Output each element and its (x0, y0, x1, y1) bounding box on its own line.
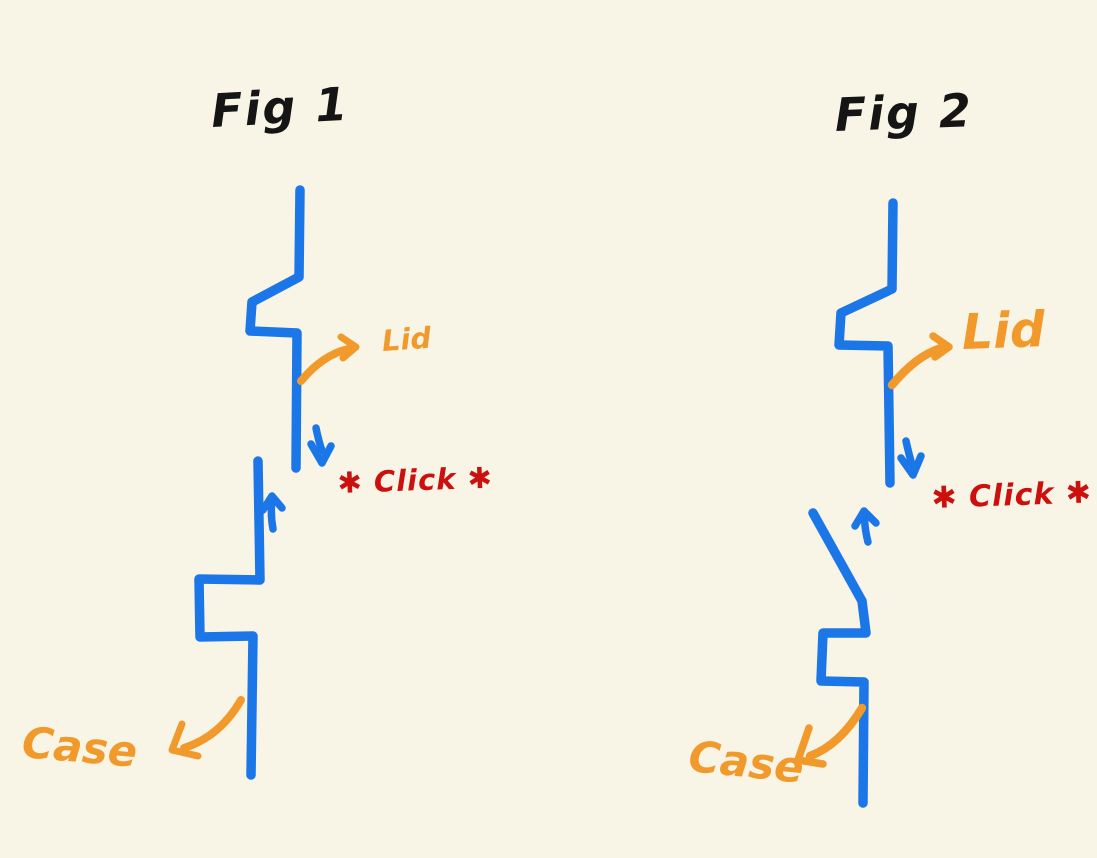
fig1-click-label: ✱ Click ✱ (336, 460, 494, 500)
fig2-down-arrow-head (897, 452, 925, 479)
fig1-title: Fig 1 (209, 76, 351, 138)
fig2-click-label: ✱ Click ✱ (930, 475, 1093, 516)
fig1-lid-profile (245, 185, 305, 473)
fig1-case-label: Case (19, 718, 140, 778)
fig2-down-arrow-shaft (902, 437, 916, 469)
fig2-lid-arrow-head (929, 332, 953, 361)
fig1-lid-arrow-head (337, 333, 360, 362)
fig1-case-profile (194, 456, 265, 780)
fig1-down-arrow-head (307, 440, 335, 467)
fig2-case-profile (808, 508, 871, 808)
fig1-up-arrow-head (259, 492, 286, 514)
fig1-case-arrow-head (168, 720, 202, 760)
fig2-case-arrow-head (794, 724, 827, 768)
fig1-lid-label: Lid (380, 320, 433, 358)
fig2-up-arrow-head (851, 507, 880, 530)
fig2-case-arrow (805, 703, 867, 761)
fig1-down-arrow-shaft (312, 424, 326, 455)
fig2-lid-profile (834, 198, 898, 488)
fig2-lid-arrow (887, 343, 946, 390)
fig2-case-label: Case (686, 732, 807, 794)
fig2-lid-label: Lid (960, 301, 1046, 361)
fig2-title: Fig 2 (833, 83, 974, 142)
fig1-lid-arrow (297, 345, 352, 385)
fig1-case-arrow (180, 696, 245, 752)
fig1-up-arrow-shaft (267, 496, 277, 533)
